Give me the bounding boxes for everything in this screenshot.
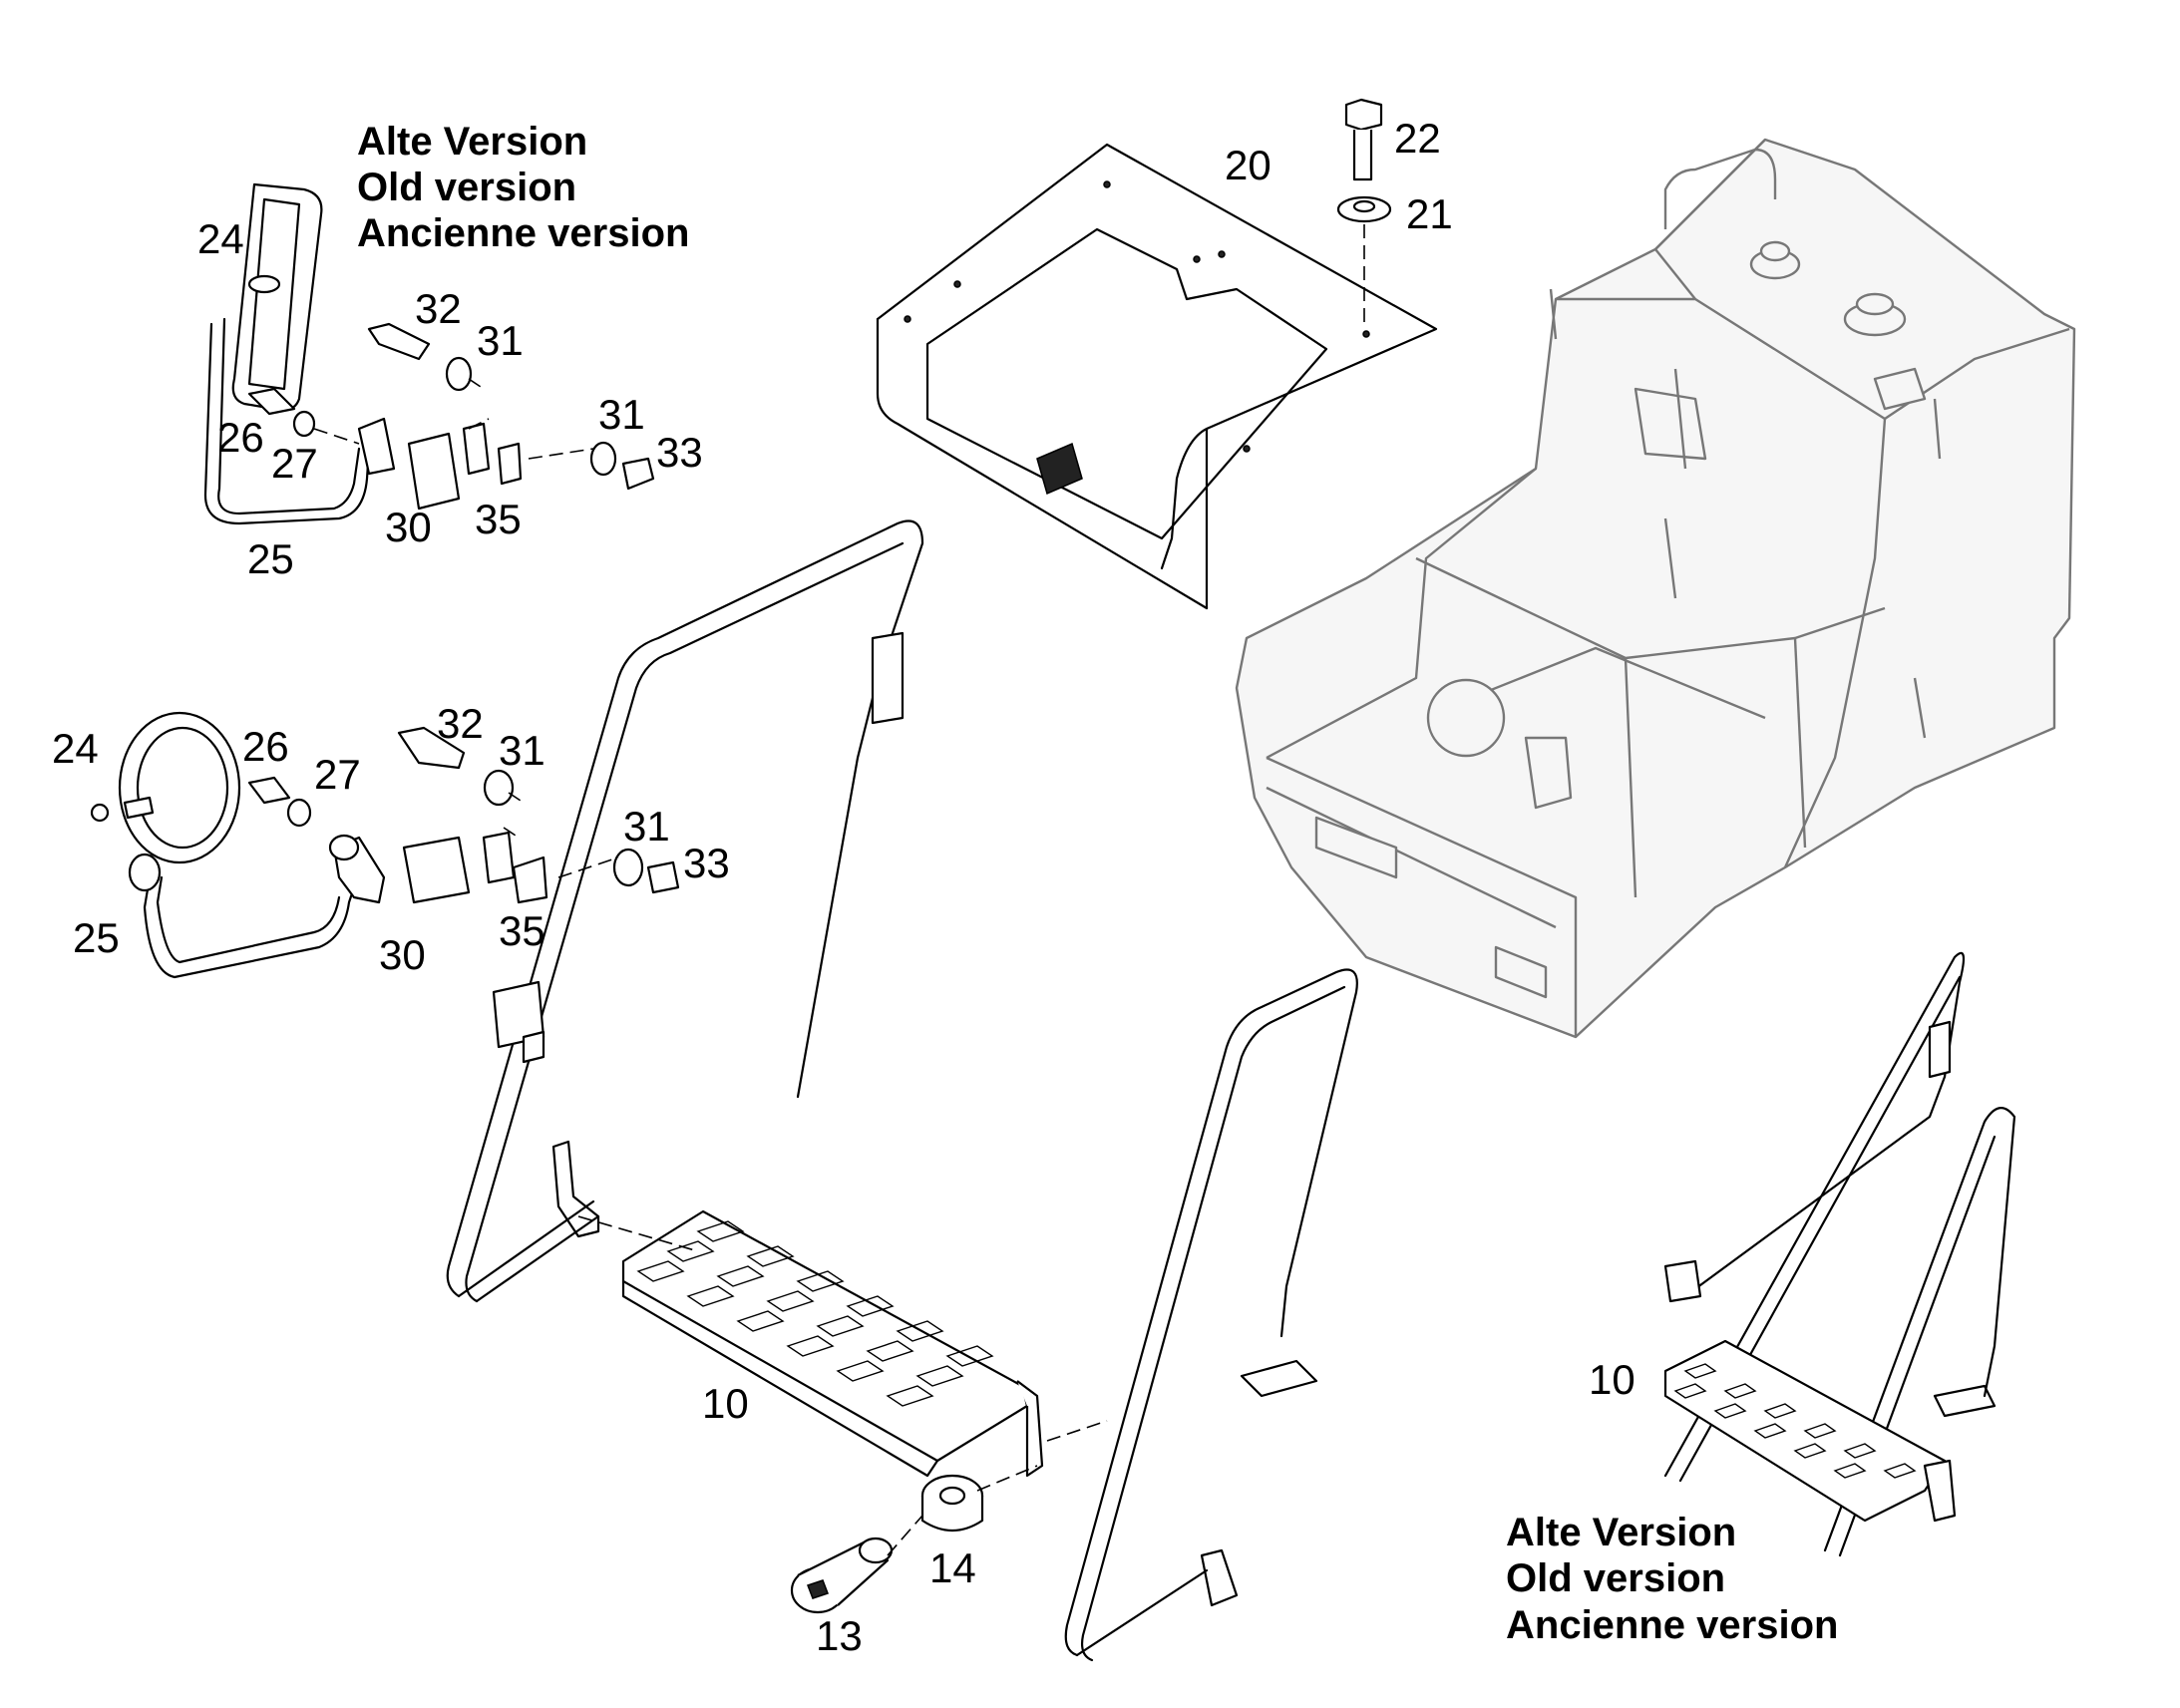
note-old-version-top: Alte Version Old version Ancienne versio… [357,120,689,255]
callout-33-old: 33 [656,429,703,476]
machine-body [1235,138,2076,1039]
callout-21: 21 [1406,190,1453,237]
callout-32: 32 [437,700,484,747]
callout-24-old: 24 [197,215,244,262]
leader-13 [887,1515,923,1556]
callout-32-old: 32 [415,285,462,332]
note-top-en: Old version [357,166,576,209]
bolt-22 [1344,98,1383,181]
washer-21 [1336,195,1392,223]
note-bottom-fr: Ancienne version [1506,1603,1838,1647]
mirror-assembly [90,711,680,979]
callout-33: 33 [683,840,730,886]
handrail-middle [1064,968,1358,1662]
callout-31-old-a: 31 [477,317,524,364]
washer-14 [920,1474,984,1532]
note-bottom-de: Alte Version [1506,1511,1736,1554]
leader-14 [976,1465,1038,1492]
callout-25: 25 [73,914,120,961]
callout-20: 20 [1225,142,1272,188]
note-top-fr: Ancienne version [357,211,689,255]
callout-14: 14 [929,1544,976,1591]
callout-10-old: 10 [1589,1356,1635,1403]
mirror-24-rect [231,182,323,412]
note-bottom-en: Old version [1506,1556,1725,1600]
note-old-version-bottom: Alte Version Old version Ancienne versio… [1506,1511,1838,1647]
callout-22: 22 [1394,115,1441,162]
mirror-assembly-old [203,182,655,525]
callout-31-a: 31 [499,727,545,774]
screw-13 [790,1537,894,1614]
mirror-24-round [118,711,241,864]
callout-30: 30 [379,931,426,978]
callout-labels: 20 22 21 24 32 31 26 27 31 33 30 35 25 3… [52,115,1635,1659]
callout-31-b: 31 [623,803,670,850]
callout-13: 13 [816,1612,863,1659]
callout-30-old: 30 [385,504,432,550]
handrail-left [446,519,924,1303]
callout-35-old: 35 [475,496,522,542]
callout-26-old: 26 [217,414,264,461]
callout-35: 35 [499,907,545,954]
callout-26: 26 [242,723,289,770]
cover-panel-20 [876,143,1438,610]
callout-24: 24 [52,725,99,772]
callout-31-old-b: 31 [598,391,645,438]
old-step-assembly [1663,951,2016,1557]
callout-27: 27 [314,751,361,798]
callout-27-old: 27 [271,440,318,487]
callout-10-main: 10 [702,1380,749,1427]
note-top-de: Alte Version [357,120,587,164]
step-10 [551,1140,1108,1478]
callout-25-old: 25 [247,535,294,582]
